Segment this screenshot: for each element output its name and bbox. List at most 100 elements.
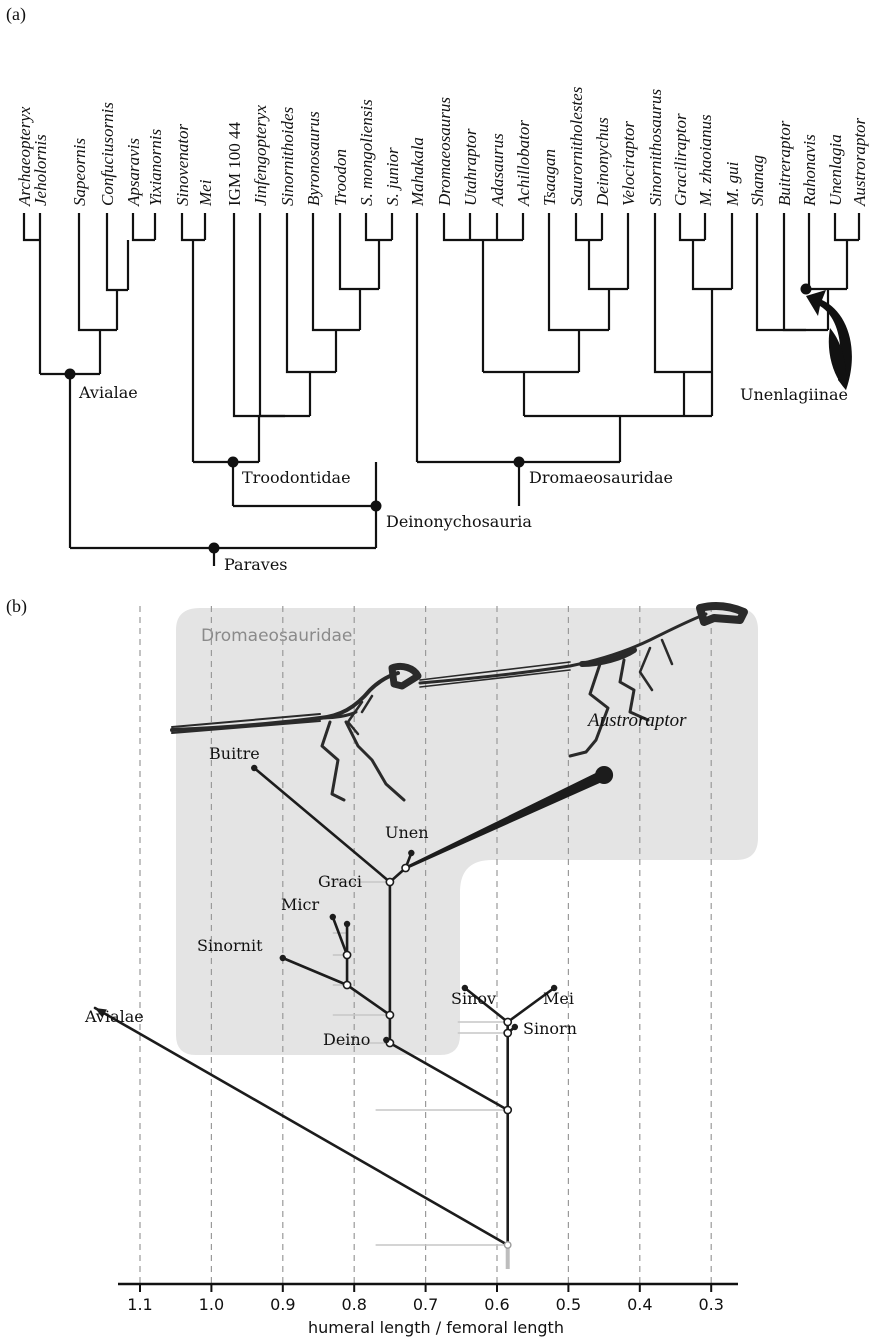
phylogram-nodes — [251, 764, 614, 1249]
tip-label: Archaeopteryx — [15, 106, 34, 207]
tip-label-sinorn: Sinorn — [523, 1019, 577, 1038]
branch-austroraptor — [404, 770, 607, 870]
tip-label-micr: Micr — [281, 895, 319, 914]
tip-label: Utahraptor — [461, 128, 480, 206]
tip-label: Byronosaurus — [304, 111, 323, 206]
branch-sinornit — [281, 956, 349, 987]
tip-point-buitre — [251, 764, 258, 772]
tip-label: Tsaagan — [540, 149, 559, 206]
clade-label-dromaeosauridae: Dromaeosauridae — [529, 468, 673, 487]
tip-point-mei — [550, 984, 558, 992]
tip-label: Buitreraptor — [775, 120, 794, 206]
internal-node — [385, 877, 395, 887]
tip-label: Yixianornis — [146, 128, 165, 206]
tip-point-unen — [408, 849, 415, 857]
tip-point-sinorn — [511, 1023, 519, 1031]
x-tick-label: 0.7 — [413, 1295, 438, 1314]
tip-label: Deinonychus — [593, 117, 612, 207]
x-axis-label: humeral length / femoral length — [308, 1318, 564, 1337]
region-label: Dromaeosauridae — [201, 626, 352, 646]
tip-label-mei: Mei — [543, 989, 574, 1008]
curved-arrow-icon — [806, 290, 852, 390]
tip-point-sinornit — [279, 954, 286, 962]
tip-label-buitre: Buitre — [209, 744, 260, 763]
x-tick-label: 1.0 — [199, 1295, 224, 1314]
tip-label: Sapeornis — [70, 138, 89, 206]
small-dromaeosaur-skeleton-icon — [170, 662, 422, 802]
tip-label: Rahonavis — [800, 134, 819, 207]
panel-a-label: (a) — [6, 4, 26, 25]
large-dromaeosaur-skeleton-icon — [418, 601, 748, 758]
tip-label: Saurornitholestes — [567, 86, 586, 206]
x-tick-label: 0.8 — [341, 1295, 366, 1314]
tip-label: M. zhaoianus — [696, 114, 715, 207]
tip-label: Austroraptor — [850, 117, 869, 207]
tip-label: Dromaeosaurus — [435, 97, 454, 207]
internal-node — [342, 980, 352, 990]
tip-label: M. gui — [723, 161, 742, 207]
tip-label: Sinornithoides — [278, 106, 297, 206]
internal-node — [503, 1017, 513, 1027]
internal-node — [342, 950, 352, 960]
tip-label: Unenlagia — [826, 134, 845, 206]
internal-node — [503, 1105, 513, 1115]
tip-label: Apsaravis — [124, 138, 143, 207]
root-node — [503, 1241, 512, 1249]
tip-label-sinornit: Sinornit — [197, 936, 263, 955]
branch-micr — [331, 915, 349, 957]
x-tick-label: 0.5 — [556, 1295, 581, 1314]
tip-label: Mei — [196, 179, 215, 207]
tip-label-unen: Unen — [385, 823, 429, 842]
clade-label-unenlagiinae: Unenlagiinae — [740, 385, 848, 404]
tip-label: Confuciusornis — [98, 102, 117, 206]
tip-label: Sinovenator — [173, 123, 192, 206]
tip-label: S. junior — [383, 147, 402, 206]
tip-label: Graciliraptor — [671, 113, 690, 206]
tip-label: IGM 100 44 — [225, 121, 244, 206]
internal-node — [385, 1010, 395, 1020]
tip-point-deino — [383, 1036, 390, 1044]
tip-label: Adasaurus — [488, 133, 507, 207]
clade-label-deinonychosauria: Deinonychosauria — [386, 512, 532, 531]
tip-label: Shanag — [748, 155, 767, 206]
tip-label-sinov: Sinov — [451, 989, 496, 1008]
branch-dromaeosauridae — [388, 1041, 510, 1112]
tip-point-austroraptor — [595, 766, 614, 784]
panel-b-label: (b) — [6, 596, 27, 617]
avialae-arrow-icon — [95, 1008, 107, 1018]
tip-label-austroraptor: Austroraptor — [586, 710, 687, 731]
tip-label-deino: Deino — [323, 1030, 370, 1049]
x-tick-label: 0.9 — [270, 1295, 295, 1314]
tip-point-micr — [329, 913, 336, 921]
clade-label-paraves: Paraves — [224, 555, 288, 574]
gridlines — [139, 606, 712, 1284]
x-tick-label: 0.6 — [484, 1295, 509, 1314]
tip-label: S. mongoliensis — [357, 99, 376, 206]
tip-label: Jinfengopteryx — [251, 105, 270, 206]
tip-label: Jeholornis — [31, 134, 50, 206]
x-tick-label: 1.1 — [127, 1295, 152, 1314]
tip-label: Velociraptor — [619, 121, 638, 206]
tip-point-graci — [343, 920, 351, 928]
branch-sinornithosaurus-node — [345, 983, 392, 1017]
cladogram — [22, 213, 861, 566]
tip-label-graci: Graci — [318, 872, 362, 891]
tip-label: Troodon — [331, 149, 350, 206]
tip-label: Sinornithosaurus — [646, 88, 665, 206]
clade-label-troodontidae: Troodontidae — [242, 468, 351, 487]
clade-label-avialae: Avialae — [78, 383, 138, 402]
error-bars — [332, 881, 508, 1246]
branch-mei — [506, 986, 556, 1024]
tip-label: Achillobator — [514, 120, 533, 207]
x-tick-label: 0.4 — [627, 1295, 652, 1314]
internal-node — [503, 1028, 513, 1038]
tip-label-avialae: Avialae — [84, 1007, 144, 1026]
phylogram-branches — [93, 766, 607, 1269]
branch-avialae — [93, 1006, 510, 1247]
tip-point-sinov — [461, 984, 469, 992]
branch-sinov — [463, 986, 510, 1024]
branch-buitre — [252, 766, 392, 884]
